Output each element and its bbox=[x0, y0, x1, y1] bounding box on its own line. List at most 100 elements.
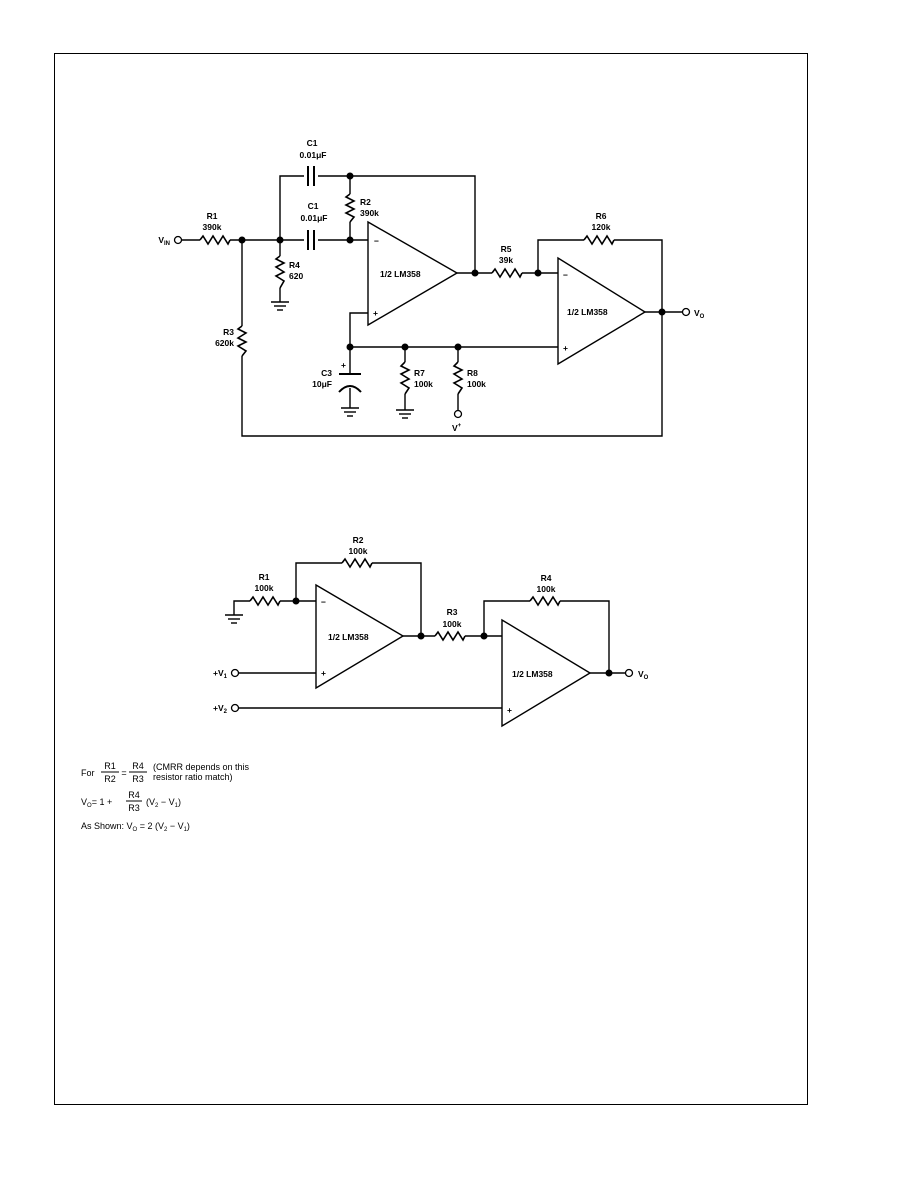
frac2-num: R4 bbox=[132, 761, 144, 771]
junction-dot bbox=[401, 343, 409, 351]
c3-value: 10μF bbox=[312, 379, 332, 389]
junction-dot bbox=[534, 269, 542, 277]
vo-terminal bbox=[681, 307, 691, 317]
frac1-den: R2 bbox=[104, 774, 116, 784]
r3-resistor bbox=[236, 325, 248, 357]
r4-value: 620 bbox=[289, 271, 303, 281]
r8-name: R8 bbox=[467, 368, 478, 378]
c1-mid-value: 0.01μF bbox=[301, 213, 328, 223]
junction-dot bbox=[346, 236, 354, 244]
eq2-lhs: VO= 1 + bbox=[81, 797, 112, 809]
opamp-1-plus: + bbox=[373, 308, 378, 318]
r6-value: 120k bbox=[592, 222, 611, 232]
r7-name: R7 bbox=[414, 368, 425, 378]
r7-value: 100k bbox=[414, 379, 433, 389]
r7-resistor bbox=[399, 361, 411, 395]
opamp-1-minus: − bbox=[374, 236, 379, 246]
r1-resistor bbox=[249, 595, 281, 607]
vplus-terminal bbox=[453, 409, 463, 419]
as-shown-line: As Shown: VO = 2 (V2 − V1) bbox=[81, 821, 190, 833]
v1-label: +V1 bbox=[213, 668, 228, 680]
r3-resistor bbox=[434, 630, 466, 642]
opamp-2-plus: + bbox=[507, 705, 512, 715]
v2-terminal bbox=[230, 703, 240, 713]
vo-label: VO bbox=[694, 308, 705, 320]
r5-resistor bbox=[491, 267, 523, 279]
junction-dot bbox=[605, 669, 613, 677]
junction-dot bbox=[480, 632, 488, 640]
c1-top-name: C1 bbox=[307, 138, 318, 148]
r4-ground-icon bbox=[271, 301, 289, 311]
vin-terminal bbox=[173, 235, 183, 245]
r1-name: R1 bbox=[207, 211, 218, 221]
eq2-frac-den: R3 bbox=[128, 803, 140, 813]
c1-top-capacitor bbox=[307, 166, 315, 186]
r4-name: R4 bbox=[541, 573, 552, 583]
cmrr-note-line2: resistor ratio match) bbox=[153, 772, 233, 782]
eq2-rhs: (V2 − V1) bbox=[146, 797, 181, 809]
junction-dot bbox=[276, 236, 284, 244]
v1-terminal bbox=[230, 668, 240, 678]
r1-resistor bbox=[199, 234, 231, 246]
v2-label: +V2 bbox=[213, 703, 228, 715]
opamp-1: − + 1/2 LM358 bbox=[315, 583, 405, 690]
r1-name: R1 bbox=[259, 572, 270, 582]
opamp-2-label: 1/2 LM358 bbox=[567, 307, 608, 317]
vin-label: VIN bbox=[158, 235, 170, 247]
opamp-1-plus: + bbox=[321, 668, 326, 678]
opamp-2-plus: + bbox=[563, 343, 568, 353]
opamp-2-label: 1/2 LM358 bbox=[512, 669, 553, 679]
r1-value: 100k bbox=[255, 583, 274, 593]
frac1-num: R1 bbox=[104, 761, 116, 771]
c3-capacitor: + bbox=[338, 360, 362, 393]
frac2-den: R3 bbox=[132, 774, 144, 784]
r3-name: R3 bbox=[223, 327, 234, 337]
c3-ground-icon bbox=[341, 407, 359, 417]
r1-value: 390k bbox=[203, 222, 222, 232]
r4-resistor bbox=[274, 255, 286, 289]
junction-dot bbox=[417, 632, 425, 640]
opamp-2: − + 1/2 LM358 bbox=[557, 256, 647, 366]
r7-ground-icon bbox=[396, 409, 414, 419]
junction-dot bbox=[292, 597, 300, 605]
junction-dot bbox=[471, 269, 479, 277]
r2-value: 390k bbox=[360, 208, 379, 218]
vplus-label: V+ bbox=[452, 423, 462, 433]
opamp-1: − + 1/2 LM358 bbox=[367, 220, 459, 327]
r3-name: R3 bbox=[447, 607, 458, 617]
circuit-bandpass-filter: + − + 1/2 LM358 − + 1/2 L bbox=[158, 138, 705, 437]
r4-name: R4 bbox=[289, 260, 300, 270]
opamp-1-minus: − bbox=[321, 597, 326, 607]
c3-name: C3 bbox=[321, 368, 332, 378]
circuit-difference-amplifier: − + 1/2 LM358 + 1/2 LM358 +V1 +V2 VO R1 … bbox=[213, 535, 649, 728]
opamp-1-label: 1/2 LM358 bbox=[328, 632, 369, 642]
junction-dot bbox=[454, 343, 462, 351]
equals-sign: = bbox=[121, 768, 126, 778]
r8-value: 100k bbox=[467, 379, 486, 389]
c1-mid-capacitor bbox=[307, 230, 315, 250]
junction-dot bbox=[238, 236, 246, 244]
r2-resistor bbox=[341, 557, 373, 569]
r8-resistor bbox=[452, 361, 464, 395]
ground-icon bbox=[225, 614, 243, 624]
junction-dot bbox=[658, 308, 666, 316]
r5-value: 39k bbox=[499, 255, 513, 265]
r2-name: R2 bbox=[360, 197, 371, 207]
junction-dot bbox=[346, 172, 354, 180]
r4-resistor bbox=[529, 595, 561, 607]
r2-value: 100k bbox=[349, 546, 368, 556]
c1-mid-name: C1 bbox=[308, 201, 319, 211]
formula-block: For R1 R2 = R4 R3 (CMRR depends on this … bbox=[81, 761, 250, 833]
eq2-frac-num: R4 bbox=[128, 790, 140, 800]
for-label: For bbox=[81, 768, 95, 778]
opamp-1-label: 1/2 LM358 bbox=[380, 269, 421, 279]
r3-value: 620k bbox=[215, 338, 234, 348]
cmrr-note-line1: (CMRR depends on this bbox=[153, 762, 250, 772]
r5-name: R5 bbox=[501, 244, 512, 254]
opamp-2: + 1/2 LM358 bbox=[501, 618, 592, 728]
r6-name: R6 bbox=[596, 211, 607, 221]
r2-name: R2 bbox=[353, 535, 364, 545]
r2-resistor bbox=[344, 193, 356, 223]
page-frame bbox=[54, 53, 808, 1105]
